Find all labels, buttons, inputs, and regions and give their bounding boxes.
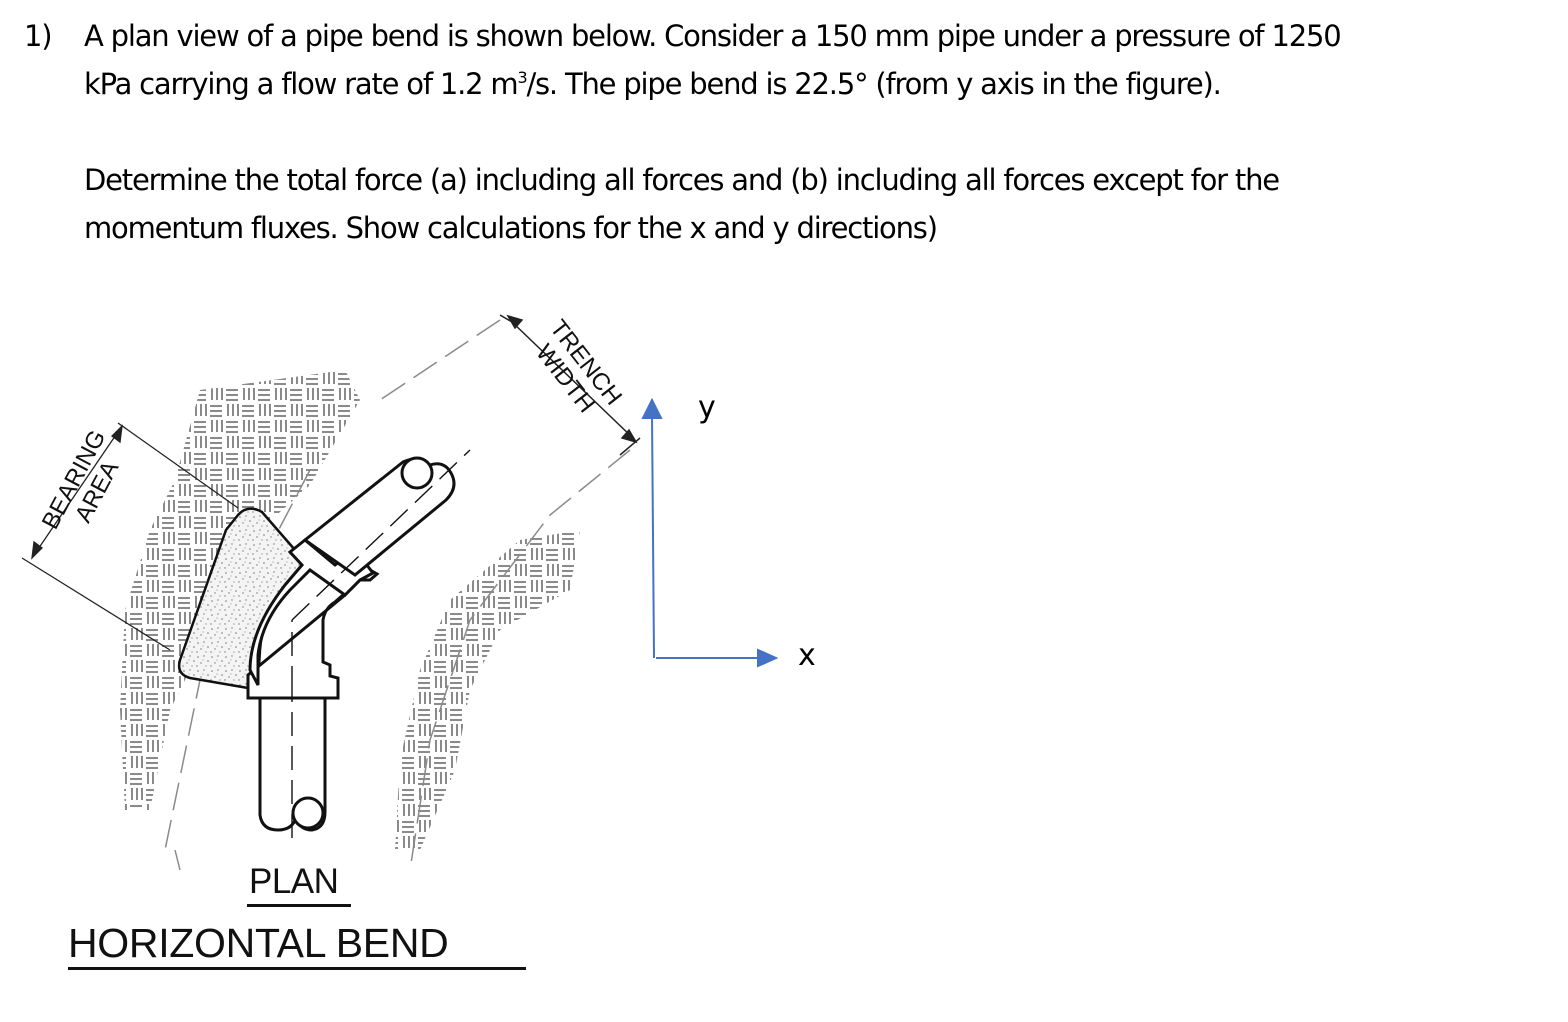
plan-caption: PLAN: [249, 862, 339, 901]
superscript-cubed: 3: [517, 68, 527, 87]
pipe-bend-drawing: [21, 314, 779, 871]
coordinate-axes: [641, 397, 779, 668]
figure-title: HORIZONTAL BEND: [68, 920, 449, 966]
task-line-1: Determine the total force (a) including …: [84, 163, 1280, 197]
task-statement: Determine the total force (a) including …: [84, 156, 1544, 252]
soil-hatch-right: [395, 530, 580, 850]
task-line-2: momentum fluxes. Show calculations for t…: [84, 211, 938, 245]
problem-line-2-tail: /s. The pipe bend is 22.5° (from y axis …: [526, 67, 1221, 101]
problem-line-2: kPa carrying a flow rate of 1.2 m3/s. Th…: [84, 60, 1544, 108]
figure-title-underline: [68, 967, 526, 970]
soil-hatch-left: [120, 370, 360, 810]
problem-line-2-text: kPa carrying a flow rate of 1.2 m: [84, 67, 519, 101]
problem-statement: A plan view of a pipe bend is shown belo…: [84, 12, 1544, 108]
x-axis-label: x: [798, 638, 816, 673]
question-block: 1) A plan view of a pipe bend is shown b…: [24, 12, 1544, 252]
plan-underline: [247, 904, 351, 907]
problem-line-1: A plan view of a pipe bend is shown belo…: [84, 19, 1342, 53]
question-number: 1): [24, 19, 53, 53]
y-axis-label: y: [698, 390, 716, 425]
horizontal-bend-figure: BEARING AREA TRENCH WIDTH y x PLAN HORIZ…: [0, 290, 860, 1010]
